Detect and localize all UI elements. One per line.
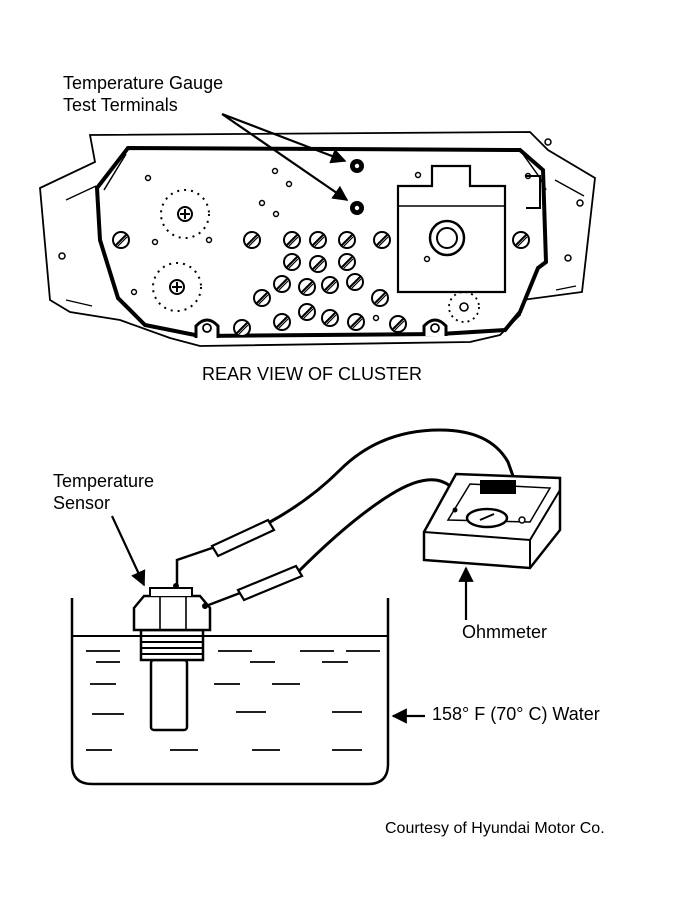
- gauge-terminal-ring-upper: [160, 189, 210, 239]
- sensor-label-line1: Temperature: [53, 471, 155, 491]
- terminal-leader-arrows: [221, 112, 349, 201]
- sensor-leader-arrow: [111, 515, 146, 587]
- water-label: 158° F (70° C) Water: [432, 704, 600, 724]
- instrument-cluster: [39, 131, 596, 347]
- gauge-terminals-label-line2: Test Terminals: [63, 95, 178, 115]
- cluster-mount-tabs: [194, 318, 448, 338]
- ohmmeter: [422, 472, 562, 570]
- sensor-label-line2: Sensor: [53, 493, 111, 513]
- ohmmeter-label: Ohmmeter: [462, 622, 548, 642]
- water-container: [70, 598, 390, 786]
- gauge-terminal-ring-lower: [152, 262, 202, 312]
- temperature-sensor: [132, 583, 212, 732]
- cluster-caption: REAR VIEW OF CLUSTER: [202, 364, 423, 384]
- speedometer-housing: [396, 164, 507, 294]
- water-surface-dashes: [86, 650, 380, 751]
- credit-label: Courtesy of Hyundai Motor Co.: [385, 820, 605, 837]
- gauge-terminals-label-line1: Temperature Gauge: [63, 73, 224, 93]
- probe-sleeves: [210, 518, 304, 602]
